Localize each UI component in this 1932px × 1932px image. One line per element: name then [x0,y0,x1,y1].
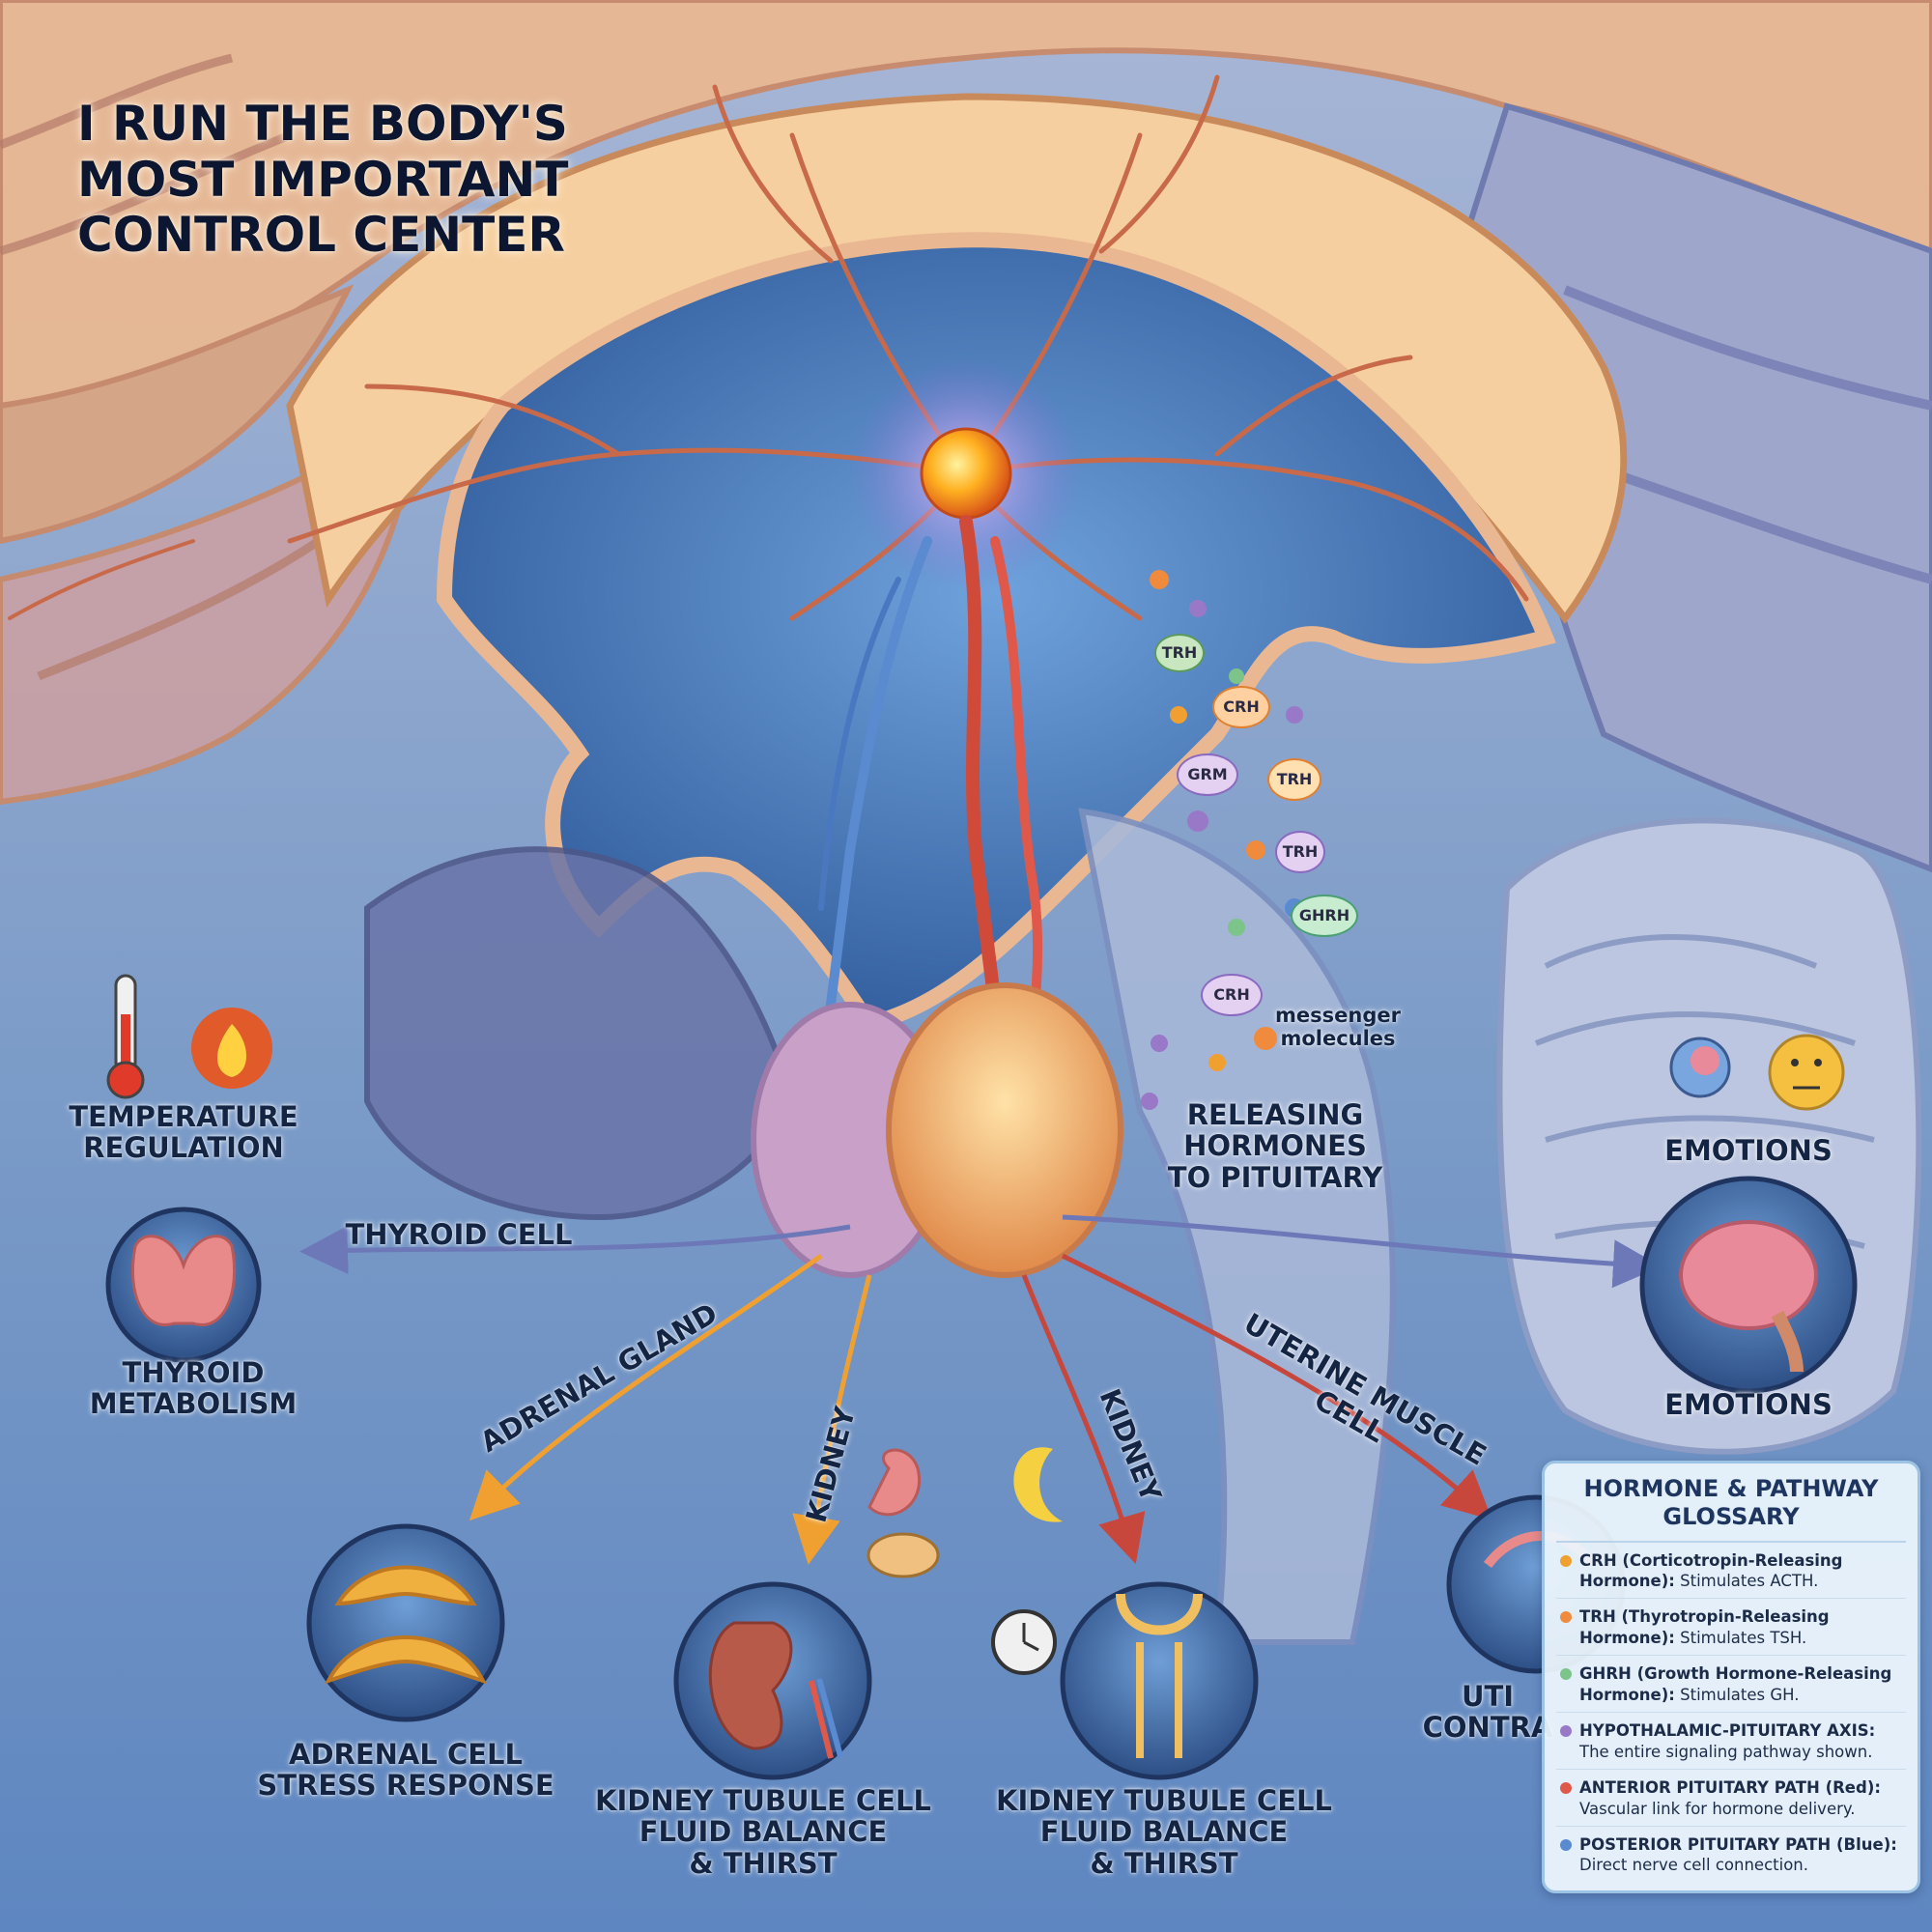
label-kidney-tubule-left: KIDNEY TUBULE CELL FLUID BALANCE & THIRS… [595,1784,931,1880]
food-bowl-icon [867,1532,940,1578]
glossary-term: CRH (Corticotropin-Releasing Hormone): [1579,1550,1843,1591]
title-line-3: CONTROL CENTER [77,207,565,263]
glossary-item: POSTERIOR PITUITARY PATH (Blue): Direct … [1556,1827,1906,1883]
face-icon [1768,1034,1845,1111]
head-brain-icon [1669,1037,1731,1098]
molecule-ghrh: GHRH [1291,895,1358,937]
page-title: I RUN THE BODY'S MOST IMPORTANT CONTROL … [77,96,618,264]
molecule-crh-2: CRH [1201,974,1263,1016]
glossary-term: ANTERIOR PITUITARY PATH (Red): [1579,1778,1881,1798]
moon-icon [1013,1447,1063,1522]
pathway-arrows [299,1214,1662,1565]
arrow-kidney-right [1021,1274,1146,1565]
cortex-folds-right [1445,102,1932,873]
glossary-term: POSTERIOR PITUITARY PATH (Blue): [1579,1834,1897,1854]
glossary-item: GHRH (Growth Hormone-Releasing Hormone):… [1556,1656,1906,1714]
molecule-trh-1: TRH [1154,634,1205,672]
glossary-dot-icon [1560,1611,1572,1624]
title-line-2: MOST IMPORTANT [77,151,569,208]
title-line-1: I RUN THE BODY'S [77,96,568,152]
kidney-left-target [673,1581,872,1780]
label-uterine-contraction-partial: UTI CONTRA [1422,1680,1553,1745]
glossary-dot-icon [1560,1668,1572,1681]
brainstem [1078,808,1396,1645]
glossary-desc: Direct nerve cell connection. [1579,1856,1808,1875]
adrenal-target [306,1523,505,1722]
molecule-trh-2: TRH [1267,758,1321,801]
arrow-kidney-left [792,1274,872,1565]
label-thyroid-metabolism: THYROID METABOLISM [89,1356,298,1421]
glossary-dot-icon [1560,1838,1572,1851]
thyroid-target [105,1207,262,1363]
label-adrenal-cell: ADRENAL CELL STRESS RESPONSE [257,1738,554,1803]
anterior-pituitary [886,982,1123,1278]
label-kidney-tubule-right: KIDNEY TUBULE CELL FLUID BALANCE & THIRS… [996,1784,1332,1880]
stomach-icon [867,1448,922,1517]
glossary-term: HYPOTHALAMIC-PITUITARY AXIS: [1579,1721,1876,1741]
label-messenger-molecules: messenger molecules [1275,1004,1401,1050]
label-emotions-top: EMOTIONS [1664,1134,1833,1167]
glossary-desc: Vascular link for hormone delivery. [1579,1799,1856,1818]
molecule-crh-1: CRH [1212,686,1270,728]
glossary-desc: The entire signaling pathway shown. [1579,1742,1873,1761]
glossary-dot-icon [1560,1782,1572,1795]
glossary-item: HYPOTHALAMIC-PITUITARY AXIS: The entire … [1556,1713,1906,1771]
glossary-item: CRH (Corticotropin-Releasing Hormone): S… [1556,1543,1906,1600]
glossary-item: ANTERIOR PITUITARY PATH (Red): Vascular … [1556,1770,1906,1827]
clock-icon [991,1609,1057,1675]
label-emotions-bottom: EMOTIONS [1664,1388,1833,1421]
thermometer-icon [106,974,145,1099]
molecule-grm: GRM [1177,753,1238,796]
emotions-target [1639,1176,1858,1394]
glossary-box: HORMONE & PATHWAY GLOSSARY CRH (Corticot… [1542,1461,1920,1893]
molecule-trh-3: TRH [1275,831,1325,873]
glossary-desc: Stimulates GH. [1680,1685,1800,1704]
glossary-title: HORMONE & PATHWAY GLOSSARY [1556,1475,1906,1543]
cortex-folds-left [0,53,322,681]
label-temperature-regulation: TEMPERATURE REGULATION [69,1100,298,1165]
arrow-adrenal [469,1253,823,1521]
glossary-desc: Stimulates ACTH. [1680,1572,1819,1591]
glossary-term: TRH (Thyrotropin-Releasing Hormone): [1579,1607,1830,1647]
ventricle [436,232,1556,1034]
glossary-dot-icon [1560,1554,1572,1567]
neuron-soma [920,427,1012,520]
arrow-thyroid [299,1224,851,1275]
arrow-emotions [1062,1214,1662,1289]
glossary-term: GHRH (Growth Hormone-Releasing Hormone): [1579,1664,1892,1704]
kidney-right-target [1060,1581,1259,1780]
glossary-desc: Stimulates TSH. [1680,1628,1807,1647]
glossary-item: TRH (Thyrotropin-Releasing Hormone): Sti… [1556,1599,1906,1657]
glossary-dot-icon [1560,1725,1572,1738]
label-releasing-hormones: RELEASING HORMONES TO PITUITARY [1167,1098,1383,1194]
flame-icon [191,1008,272,1089]
arrow-uterine [1061,1253,1492,1520]
label-thyroid-cell: THYROID CELL [345,1218,573,1251]
